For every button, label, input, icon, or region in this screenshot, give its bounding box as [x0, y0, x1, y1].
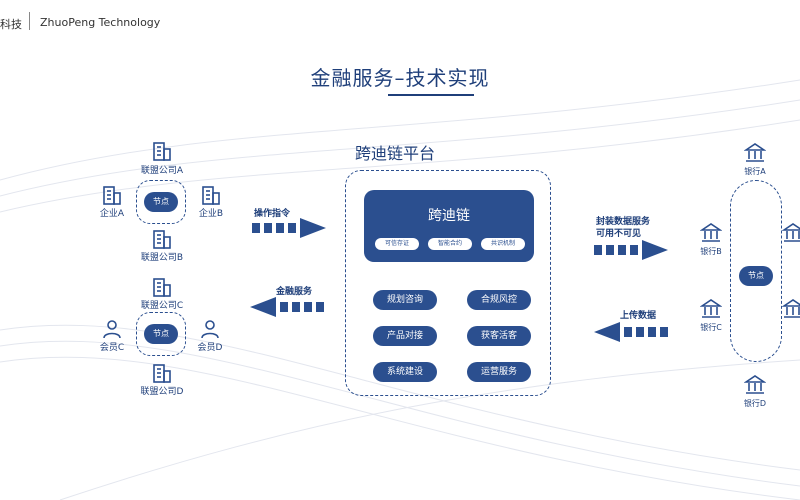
right-node: 节点 — [739, 266, 773, 286]
bank-icon — [744, 143, 766, 162]
brand-en: ZhuoPeng Technology — [40, 16, 161, 29]
brand-cn: 科技 — [0, 18, 22, 31]
label-member-d: 会员D — [197, 343, 223, 353]
building-icon — [153, 364, 171, 383]
left-top-node-ring — [136, 180, 186, 224]
bank-icon — [700, 299, 722, 318]
bank-icon — [782, 299, 800, 318]
label-fin-service: 金融服务 — [276, 287, 313, 297]
bank-icon — [700, 223, 722, 242]
bank-icon — [782, 223, 800, 242]
service-planning: 规划咨询 — [373, 290, 437, 310]
service-product: 产品对接 — [373, 326, 437, 346]
label-enterprise-b: 企业B — [198, 209, 224, 219]
label-encap-line2: 可用不可见 — [596, 229, 642, 239]
label-enterprise-a: 企业A — [99, 209, 125, 219]
brand-divider — [29, 12, 30, 30]
chip-smart-contract: 智能合约 — [428, 238, 472, 250]
page-title: 金融服务–技术实现 — [310, 66, 490, 90]
core-chain-box — [364, 190, 534, 262]
label-bank-d: 银行D — [743, 399, 767, 408]
right-node-ring — [730, 180, 782, 362]
label-encap-line1: 封装数据服务 — [596, 217, 651, 227]
label-bank-b: 银行B — [700, 247, 722, 256]
chip-consensus: 共识机制 — [481, 238, 525, 250]
left-bottom-node: 节点 — [144, 324, 178, 344]
left-top-node: 节点 — [144, 192, 178, 212]
arrow-right-icon — [252, 218, 326, 238]
left-bottom-node-ring — [136, 312, 186, 356]
service-compliance: 合规风控 — [467, 290, 531, 310]
service-operation: 运营服务 — [467, 362, 531, 382]
arrow-left-icon — [250, 297, 324, 317]
platform-container — [345, 170, 551, 396]
building-icon — [153, 142, 171, 161]
label-member-c: 会员C — [99, 343, 125, 353]
bank-icon — [744, 375, 766, 394]
service-acquisition: 获客活客 — [467, 326, 531, 346]
label-op-cmd: 操作指令 — [254, 209, 291, 219]
label-bank-c: 银行C — [700, 323, 722, 332]
platform-title: 跨迪链平台 — [354, 144, 435, 163]
title-underline — [388, 94, 474, 96]
person-icon — [103, 320, 121, 339]
label-company-c: 联盟公司C — [140, 301, 184, 311]
arrow-left-icon — [594, 322, 668, 342]
chip-trusted-evidence: 可信存证 — [375, 238, 419, 250]
building-icon — [103, 186, 121, 205]
label-upload: 上传数据 — [620, 311, 657, 321]
service-system: 系统建设 — [373, 362, 437, 382]
label-company-d: 联盟公司D — [140, 387, 184, 397]
core-chain-title: 跨迪链 — [428, 208, 470, 224]
building-icon — [153, 230, 171, 249]
person-icon — [201, 320, 219, 339]
arrow-right-icon — [594, 240, 668, 260]
label-bank-a: 银行A — [744, 167, 766, 176]
label-company-b: 联盟公司B — [140, 253, 184, 263]
label-company-a: 联盟公司A — [140, 166, 184, 176]
building-icon — [202, 186, 220, 205]
building-icon — [153, 278, 171, 297]
